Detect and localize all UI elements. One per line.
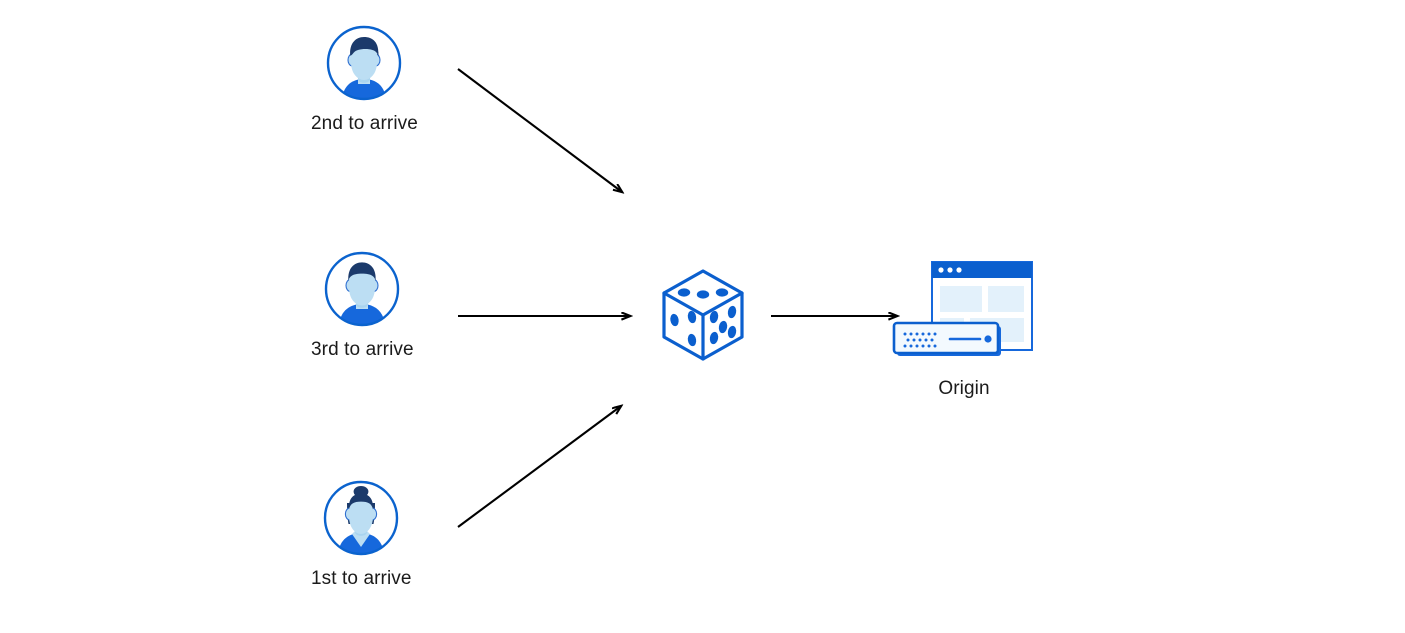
user-avatar-female-icon (322, 479, 400, 557)
origin-server-icon (888, 255, 1040, 367)
dice-icon (657, 265, 749, 365)
node-label: Origin (938, 378, 990, 399)
user-avatar-icon (323, 250, 401, 328)
node-label: 3rd to arrive (311, 339, 414, 360)
node-label: 1st to arrive (311, 568, 412, 589)
arrow-2nd-to-dice (457, 68, 622, 192)
arrow-1st-to-dice (457, 406, 621, 528)
user-avatar-icon (325, 24, 403, 102)
node-user-2nd[interactable]: 2nd to arrive (311, 24, 418, 136)
server-appliance (892, 321, 1001, 356)
node-user-1st[interactable]: 1st to arrive (311, 479, 412, 591)
node-label: 2nd to arrive (311, 113, 418, 134)
node-origin[interactable]: Origin (888, 255, 1040, 401)
node-dice[interactable] (657, 265, 749, 375)
node-user-3rd[interactable]: 3rd to arrive (311, 250, 414, 362)
